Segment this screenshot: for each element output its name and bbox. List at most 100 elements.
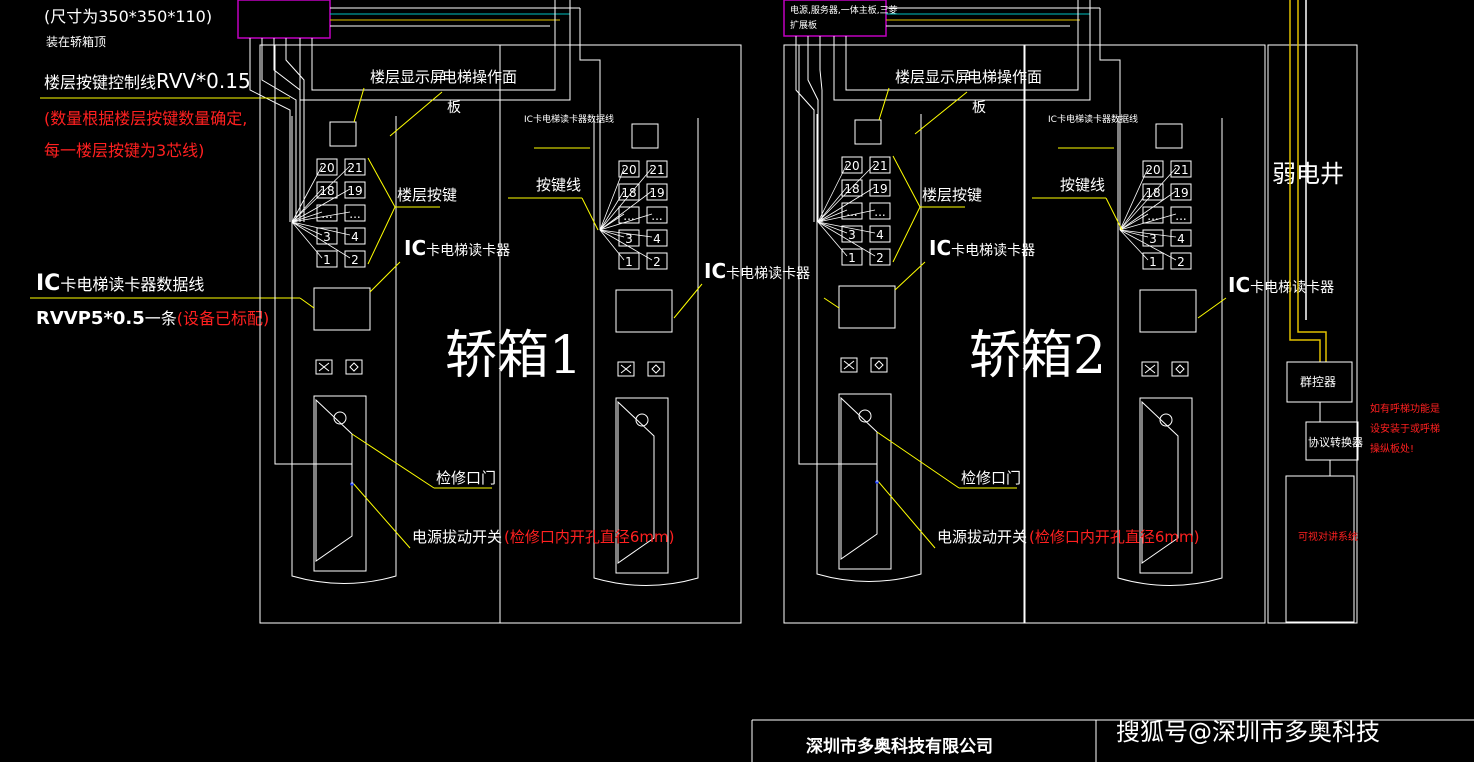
rear-floor-button-label: ... xyxy=(651,209,662,223)
rear-ic-suffix: 卡电梯读卡器 xyxy=(1250,279,1334,296)
rear-floor-button-label: 1 xyxy=(1149,255,1157,269)
floor-buttons-leader xyxy=(892,206,921,263)
panel-label-1: 电梯操作面 xyxy=(967,68,1042,86)
rear-floor-display xyxy=(1155,123,1183,149)
shaft-title: 弱电井 xyxy=(1272,160,1344,188)
reader-leader xyxy=(369,261,401,293)
rear-floor-button xyxy=(1170,229,1192,247)
group-controller-label: 群控器 xyxy=(1300,375,1336,389)
access-door-leader xyxy=(351,433,435,489)
rear-reader-leader xyxy=(673,283,703,319)
rear-panel-outline xyxy=(1117,118,1223,586)
floor-buttons-leader xyxy=(892,155,921,208)
top-box-line1: 电源,服务器,一体主板,三菱 xyxy=(790,4,898,16)
front-floor-button-label: 4 xyxy=(876,228,884,242)
top-junction-box-2 xyxy=(783,0,887,37)
company-name: 深圳市多奥科技有限公司 xyxy=(806,736,993,757)
rear-key-fan xyxy=(599,167,653,261)
access-door-label: 检修口门 xyxy=(436,469,496,487)
power-switch-leader xyxy=(876,479,936,549)
floor-buttons-leader xyxy=(367,157,396,208)
rear-panel-outline xyxy=(593,118,699,586)
front-floor-button xyxy=(344,250,366,268)
front-key-fan xyxy=(291,165,351,259)
front-floor-button-label: ... xyxy=(874,205,885,219)
rear-open-icon xyxy=(1175,364,1185,374)
top-left-size-note: (尺寸为350*350*110) xyxy=(44,7,212,26)
panel-leader xyxy=(389,91,443,137)
front-floor-button-label: 3 xyxy=(323,230,331,244)
rear-lock-icon xyxy=(635,413,649,427)
front-key-fan-wire xyxy=(291,165,351,223)
rear-floor-button-label: ... xyxy=(1175,209,1186,223)
rear-key-fan-wire xyxy=(599,167,653,231)
front-key-fan xyxy=(817,163,876,257)
rear-key-wire-label: 按键线 xyxy=(536,176,581,194)
car-front-wall xyxy=(783,44,1025,624)
rear-floor-button-label: 18 xyxy=(621,186,636,200)
front-open-icon xyxy=(349,362,359,372)
front-floor-button xyxy=(344,181,366,199)
front-floor-button-label: 1 xyxy=(848,251,856,265)
rear-floor-button-label: 20 xyxy=(1145,163,1160,177)
reader-leader xyxy=(894,261,926,291)
rear-floor-display xyxy=(631,123,659,149)
rear-ic-reader-label: IC卡电梯读卡器 xyxy=(704,259,810,283)
rear-floor-button xyxy=(646,229,668,247)
ic-reader-label: IC卡电梯读卡器 xyxy=(929,236,1035,260)
rear-key-fan-wire xyxy=(599,229,653,261)
rear-floor-button-label: 2 xyxy=(1177,255,1185,269)
front-floor-button xyxy=(869,225,891,243)
ic-suffix: 卡电梯读卡器 xyxy=(951,242,1035,259)
display-leader xyxy=(878,87,890,121)
rear-key-fan-wire xyxy=(1119,229,1149,238)
front-key-fan-wire xyxy=(291,211,323,223)
rear-ic-reader-label: IC卡电梯读卡器 xyxy=(1228,273,1334,297)
rear-floor-button xyxy=(646,206,668,224)
rear-key-fan-wire xyxy=(599,190,625,231)
front-access-door-frame xyxy=(838,393,892,570)
display-leader xyxy=(353,87,365,123)
rear-key-fan-wire xyxy=(599,229,625,238)
rear-floor-button xyxy=(618,206,640,224)
rear-access-door xyxy=(1141,400,1179,564)
front-close-icon xyxy=(843,360,855,370)
car-name: 轿箱2 xyxy=(969,326,1106,386)
front-floor-button xyxy=(869,179,891,197)
front-panel-outline xyxy=(291,116,397,584)
rear-floor-button-label: 21 xyxy=(649,163,664,177)
front-key-fan-wire xyxy=(817,221,876,257)
watermark: 搜狐号@深圳市多奥科技 xyxy=(1116,718,1380,746)
rear-floor-button-label: 19 xyxy=(1173,186,1188,200)
shaft-note-3: 操纵板处! xyxy=(1370,442,1414,455)
access-door-label: 检修口门 xyxy=(961,469,1021,487)
rear-floor-button-label: ... xyxy=(623,209,634,223)
rear-key-fan xyxy=(1119,167,1177,261)
rear-key-fan-wire xyxy=(1119,213,1149,231)
top-box-line2: 扩展板 xyxy=(790,19,817,31)
rear-ic-prefix: IC xyxy=(1228,273,1250,297)
rear-door-close-button xyxy=(617,361,635,377)
front-ic-card-reader xyxy=(838,285,896,329)
rear-door-open-button xyxy=(647,361,665,377)
front-floor-button xyxy=(841,202,863,220)
front-lock-icon xyxy=(333,411,347,425)
rear-floor-button xyxy=(618,229,640,247)
rear-key-fan-wire xyxy=(1119,213,1177,231)
rear-ic-card-reader xyxy=(1139,289,1197,333)
front-key-fan-wire xyxy=(817,221,848,234)
rear-door-open-button xyxy=(1171,361,1189,377)
front-key-fan-wire xyxy=(817,209,876,223)
car-rear-wall xyxy=(499,44,742,624)
front-key-fan-wire xyxy=(291,188,351,223)
front-key-fan-wire xyxy=(291,188,323,223)
rear-floor-button-label: 20 xyxy=(621,163,636,177)
front-floor-button-label: ... xyxy=(349,207,360,221)
rear-floor-button xyxy=(618,160,640,178)
front-key-fan-wire xyxy=(291,221,351,236)
rear-reader-leader xyxy=(1197,297,1227,319)
front-floor-button xyxy=(344,227,366,245)
rear-floor-button xyxy=(1142,252,1164,270)
